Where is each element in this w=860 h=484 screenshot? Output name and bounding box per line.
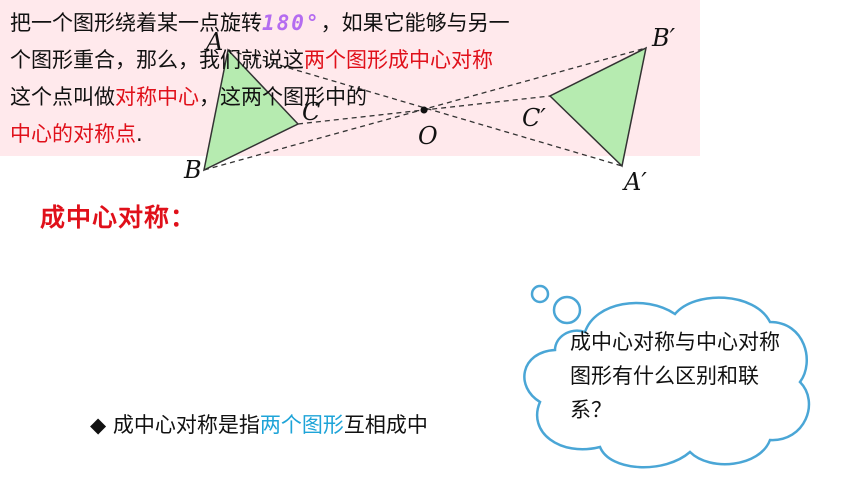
thought-bubble-small <box>530 284 550 304</box>
angle-value: 180° <box>262 11 321 35</box>
definition-text: 个图形重合，那么，我们就说这 <box>10 48 304 72</box>
bullet-text: 互相成中 <box>343 413 428 437</box>
definition-line-2: 个图形重合，那么，我们就说这两个图形成中心对称 <box>10 43 493 77</box>
definition-text: ，这两个图形中的 <box>199 85 367 109</box>
label-C: C <box>302 98 320 126</box>
definition-line-1: 把一个图形绕着某一点旋转180°，如果它能够与另一 <box>10 6 510 40</box>
label-A: A <box>204 28 223 56</box>
dashed-line-A-Aprime <box>227 49 623 167</box>
triangle-AprimeBprimeCprime <box>548 46 648 168</box>
definition-text: . <box>136 122 143 146</box>
triangle-ABC <box>202 48 300 172</box>
label-A-prime: A′ <box>622 168 647 196</box>
definition-text: 把一个图形绕着某一点旋转 <box>10 11 262 35</box>
bullet-text: 成中心对称是指 <box>112 413 260 437</box>
highlight-term: 对称中心 <box>115 85 199 109</box>
section-heading: 成中心对称： <box>40 203 197 232</box>
highlight-term: 中心的对称点 <box>10 122 136 146</box>
central-symmetry-diagram: A B C O B′ C′ A′ <box>183 24 676 196</box>
diamond-bullet-icon: ◆ <box>90 413 107 437</box>
cloud-outline <box>523 296 811 469</box>
label-O: O <box>418 122 438 150</box>
definition-text: ，如果它能够与另一 <box>320 11 510 35</box>
center-point-O <box>420 106 428 114</box>
label-B-prime: B′ <box>651 24 676 52</box>
definition-text: 这个点叫做 <box>10 85 115 109</box>
label-C-prime: C′ <box>522 104 546 132</box>
callout-question: 成中心对称与中心对称图形有什么区别和联系？ <box>570 330 780 422</box>
bullet-point: ◆ 成中心对称是指两个图形互相成中 <box>90 408 428 442</box>
highlight-term: 两个图形成中心对称 <box>304 48 493 72</box>
thought-bubble-medium <box>552 295 582 325</box>
label-B: B <box>183 156 202 184</box>
highlight-term: 两个图形 <box>259 413 344 437</box>
definition-box: 把一个图形绕着某一点旋转180°，如果它能够与另一 个图形重合，那么，我们就说这… <box>0 0 700 156</box>
definition-line-4: 中心的对称点. <box>10 117 143 151</box>
thought-cloud <box>523 284 811 469</box>
definition-line-3: 这个点叫做对称中心，这两个图形中的 <box>10 80 367 114</box>
